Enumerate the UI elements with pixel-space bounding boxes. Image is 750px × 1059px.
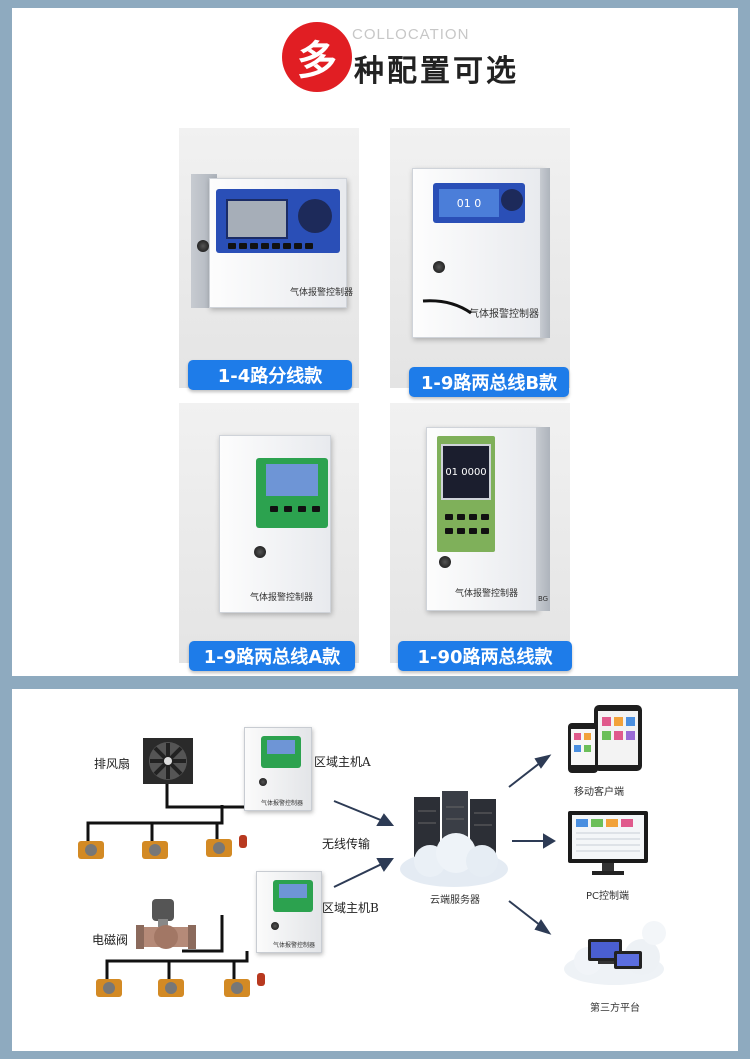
product-label-4: 1-90路两总线款 <box>398 641 572 671</box>
controller-screen <box>279 884 307 898</box>
device-side <box>540 168 550 338</box>
controller-text: 气体报警控制器 <box>273 942 316 949</box>
exhaust-fan-icon <box>143 738 193 784</box>
controller-panel <box>273 880 313 912</box>
fan-label: 排风扇 <box>94 757 131 771</box>
header-title: 种配置可选 <box>354 54 519 89</box>
controller-a-icon: 气体报警控制器 <box>244 727 312 811</box>
controller-text: 气体报警控制器 <box>261 800 304 807</box>
device-side: BG <box>536 427 550 611</box>
product-options-panel: 多 COLLOCATION 种配置可选 气体报警控制器 1-4路分线款 01 0… <box>12 8 738 676</box>
solenoid-valve-icon <box>136 899 196 949</box>
pc-monitor-icon <box>568 811 648 875</box>
third-party-platform-icon <box>564 921 666 985</box>
system-diagram-panel: 排风扇 气体报警控制器 区域主机A 无线传输 气体报警控制器 区域主机B 电磁阀 <box>12 689 738 1051</box>
button-row <box>445 528 489 534</box>
button-row <box>445 514 489 520</box>
wiring-lines <box>86 754 556 981</box>
valve-label: 电磁阀 <box>92 933 129 947</box>
key-lock-icon <box>271 922 279 930</box>
gas-sensor-icon <box>206 839 232 857</box>
key-lock-icon <box>197 240 209 252</box>
gas-sensor-icon <box>224 979 250 997</box>
third-party-label: 第三方平台 <box>590 1003 640 1014</box>
cloud-server-icon <box>400 791 508 887</box>
product-card-3: 气体报警控制器 <box>179 403 359 663</box>
device-image-1: 气体报警控制器 <box>209 178 353 308</box>
key-lock-icon <box>254 546 266 558</box>
header-badge: 多 <box>282 22 352 92</box>
gas-sensor-icon <box>78 841 104 859</box>
swoosh-icon <box>422 299 472 315</box>
device-image-2: 01 0 气体报警控制器 <box>412 168 544 338</box>
gas-sensor-icon <box>142 841 168 859</box>
pc-label: PC控制端 <box>586 891 630 902</box>
header-english: COLLOCATION <box>352 26 470 43</box>
product-card-2: 01 0 气体报警控制器 <box>390 128 570 388</box>
device-image-3: 气体报警控制器 <box>219 435 331 613</box>
wireless-label: 无线传输 <box>322 837 371 851</box>
product-label-2: 1-9路两总线B款 <box>409 367 569 397</box>
key-lock-icon <box>439 556 451 568</box>
host-b-label: 区域主机B <box>322 901 379 915</box>
key-lock-icon <box>433 261 445 273</box>
device-text: 气体报警控制器 <box>455 589 519 599</box>
device-screen: 01 0000 <box>441 444 491 500</box>
gas-cylinder-icon <box>257 973 265 986</box>
controller-screen <box>267 740 295 754</box>
product-card-4: 01 0000 气体报警控制器 BG <box>390 403 570 663</box>
device-panel: 01 0 <box>433 183 525 223</box>
gas-cylinder-icon <box>239 835 247 848</box>
product-label-3: 1-9路两总线A款 <box>189 641 355 671</box>
navigation-pad-icon <box>298 199 332 233</box>
mobile-label: 移动客户端 <box>574 787 624 798</box>
gas-sensor-icon <box>158 979 184 997</box>
product-card-1: 气体报警控制器 <box>179 128 359 388</box>
device-text: 气体报警控制器 <box>290 288 354 298</box>
device-model: BG <box>538 595 549 603</box>
device-panel <box>256 458 328 528</box>
device-image-4: 01 0000 气体报警控制器 <box>426 427 538 611</box>
device-panel <box>216 189 340 253</box>
button-row <box>228 243 313 249</box>
controller-panel <box>261 736 301 768</box>
device-screen: 01 0 <box>439 189 499 217</box>
gas-sensor-icon <box>96 979 122 997</box>
device-panel: 01 0000 <box>437 436 495 552</box>
controller-b-icon: 气体报警控制器 <box>256 871 322 953</box>
key-lock-icon <box>259 778 267 786</box>
product-label-1: 1-4路分线款 <box>188 360 352 390</box>
device-screen <box>266 464 318 496</box>
navigation-pad-icon <box>501 189 523 211</box>
device-text: 气体报警控制器 <box>469 309 539 320</box>
button-row <box>270 506 320 512</box>
device-text: 气体报警控制器 <box>250 593 314 603</box>
device-screen <box>226 199 288 239</box>
host-a-label: 区域主机A <box>314 755 371 769</box>
cloud-label: 云端服务器 <box>430 895 480 906</box>
mobile-client-icon <box>568 705 642 773</box>
